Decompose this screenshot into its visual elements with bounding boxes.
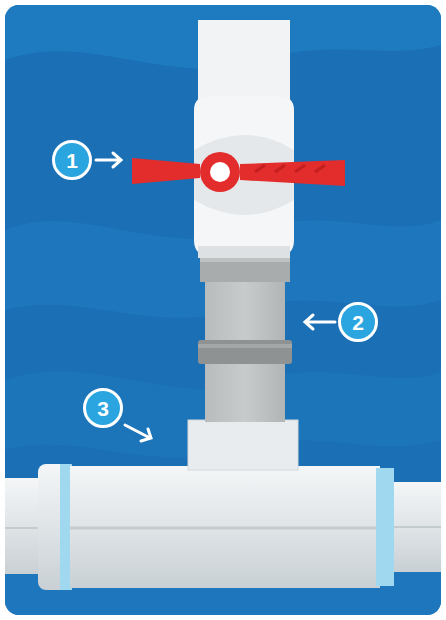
callout-number: 2 xyxy=(352,312,364,333)
callout-circle: 1 xyxy=(52,140,92,180)
leader-arrows xyxy=(96,153,335,441)
callout-number: 1 xyxy=(66,150,78,171)
main-pipe xyxy=(5,464,441,590)
tee-fitting xyxy=(188,420,298,470)
callout-circle: 3 xyxy=(83,388,123,428)
callout-number: 3 xyxy=(97,398,109,419)
background xyxy=(5,5,441,615)
valve-handle xyxy=(132,152,345,192)
callout-circle: 2 xyxy=(338,302,378,342)
adapter-pipe xyxy=(198,256,292,422)
ball-valve xyxy=(194,20,294,258)
